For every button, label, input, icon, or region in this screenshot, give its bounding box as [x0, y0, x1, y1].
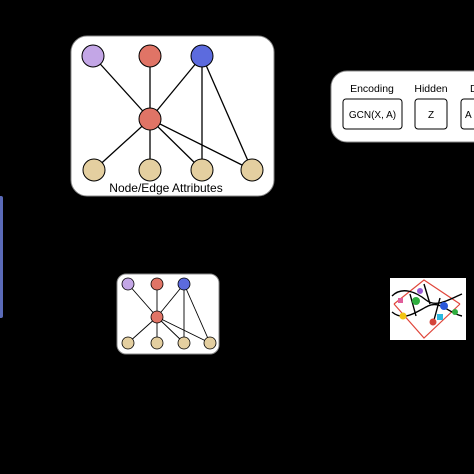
graph-large-node-red-center: [138, 107, 162, 131]
encoder-header-hidden: Hidden: [414, 83, 447, 95]
encoder-header-decoding: D: [470, 83, 474, 95]
graph-large-node-tan-1: [82, 158, 106, 182]
graph-small-node-purple: [121, 277, 135, 291]
encoder-header-encoding: Encoding: [350, 83, 394, 95]
graph-large-edges: [92, 55, 253, 171]
encoder-box-hidden: [414, 98, 448, 130]
encoder-box-hidden-label: Z: [428, 110, 434, 121]
graph-small-node-red-center: [150, 310, 164, 324]
graph-large-node-red-top: [138, 44, 162, 68]
graph-small-node-tan-3: [177, 336, 191, 350]
graph-small-node-tan-4: [203, 336, 217, 350]
encoder-panel: Encoding Hidden D GCN(X, A) Z A: [330, 70, 474, 143]
graph-large-node-tan-3: [190, 158, 214, 182]
graph-panel-large: Node/Edge Attributes: [70, 35, 275, 197]
encoder-box-decoding: [460, 98, 474, 130]
graph-small-node-blue: [177, 277, 191, 291]
graph-large-node-purple: [81, 44, 105, 68]
graph-large-node-tan-2: [138, 158, 162, 182]
graph-large-node-tan-4: [240, 158, 264, 182]
graph-small-node-tan-1: [121, 336, 135, 350]
graph-large-caption: Node/Edge Attributes: [109, 181, 222, 195]
encoder-box-gcn-label: GCN(X, A): [349, 110, 396, 121]
molecule-structure-icon: [390, 278, 466, 340]
encoder-box-decoding-label: A: [465, 110, 472, 121]
graph-small-node-tan-2: [150, 336, 164, 350]
graph-small-node-red-top: [150, 277, 164, 291]
left-edge-panel-fragment: [0, 196, 3, 318]
graph-large-node-blue: [190, 44, 214, 68]
graph-panel-small: [116, 273, 220, 355]
encoder-box-gcn: [342, 98, 403, 130]
